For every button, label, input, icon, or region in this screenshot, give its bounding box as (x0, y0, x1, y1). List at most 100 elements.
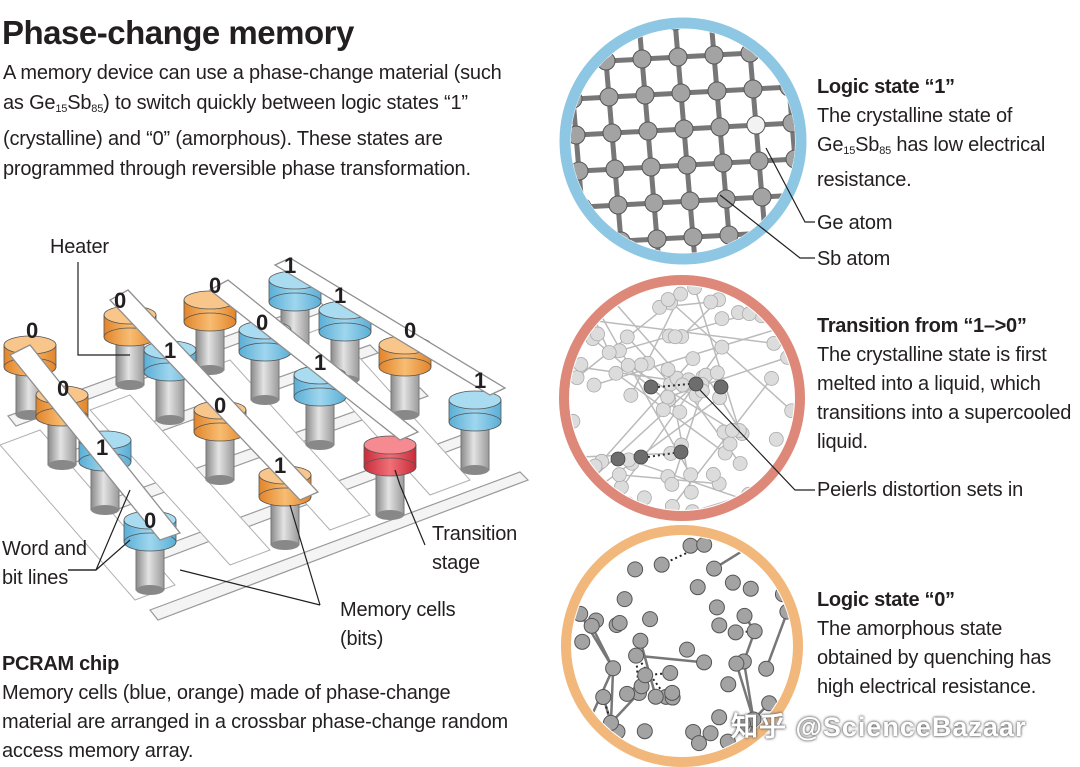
sb-atom (571, 29, 577, 37)
memory-cells-label-2: (bits) (340, 628, 384, 650)
sb-atom (774, 15, 792, 24)
sb-atom (638, 121, 658, 141)
sb-atom (651, 266, 669, 267)
transition-label-2: stage (432, 552, 480, 574)
sb-atom (557, 236, 558, 254)
sb-atom (683, 227, 703, 247)
bit-value: 1 (474, 368, 486, 393)
bit-value: 1 (314, 350, 326, 375)
sb-atom (738, 15, 756, 26)
logic-state-1-block: Logic state “1” The crystalline state of… (817, 73, 1077, 195)
intro-paragraph: A memory device can use a phase-change m… (3, 58, 523, 184)
sb-atom (776, 41, 795, 61)
pcram-title: PCRAM chip (2, 653, 120, 675)
bit-value: 1 (96, 435, 108, 460)
logic1-text-1: The crystalline state of Ge (817, 105, 1013, 156)
memory-cells-label: Memory cells (bits) (340, 596, 456, 654)
sb-atom (575, 233, 595, 253)
sb-atom (571, 53, 580, 73)
sb-atom (593, 29, 613, 35)
transition-block: Transition from “1–>0” The crystalline s… (817, 312, 1077, 457)
ge-atom (746, 115, 766, 135)
bit-value: 0 (214, 393, 226, 418)
bit-value: 0 (114, 288, 126, 313)
bit-value: 0 (26, 318, 38, 343)
bit-value: 1 (164, 338, 176, 363)
sb-atom (743, 79, 763, 99)
bit-value-labels: 0 0 0 1 0 1 0 1 1 0 1 0 0 1 1 (26, 253, 486, 533)
sb-atom (647, 229, 667, 249)
sb-atom (707, 81, 727, 101)
transition-title: Transition from “1–>0” (817, 315, 1027, 337)
bit-value: 0 (209, 273, 221, 298)
distorted-atom (713, 379, 729, 395)
sb-atom (605, 159, 625, 179)
sb-atom (571, 125, 586, 145)
crystalline-lattice-circle (557, 15, 807, 267)
logic1-text-sb: Sb (855, 134, 880, 156)
intro-sub-85: 85 (91, 103, 104, 115)
memory-cell (448, 390, 502, 475)
sb-atom (644, 193, 664, 213)
logic-state-1-title: Logic state “1” (817, 76, 955, 98)
sb-atom (704, 45, 724, 65)
intro-text-sb: Sb (67, 92, 92, 114)
logic1-text-2: has low electrical resistance. (817, 134, 1046, 191)
bit-value: 0 (404, 318, 416, 343)
sb-atom (665, 29, 685, 31)
transition-label-1: Transition (432, 523, 518, 545)
sb-atom (632, 49, 652, 69)
intro-sub-15: 15 (55, 103, 68, 115)
logic-state-0-block: Logic state “0” The amorphous state obta… (817, 586, 1077, 702)
pcram-caption: PCRAM chip Memory cells (blue, orange) m… (2, 650, 522, 766)
distorted-atom (673, 444, 689, 460)
sb-atom (710, 117, 730, 137)
intro-text-2: ) to switch quickly between logic states… (3, 92, 471, 180)
bit-value: 1 (284, 253, 296, 278)
distorted-atom (633, 449, 649, 465)
sb-atom (668, 47, 688, 67)
sb-atom (674, 119, 694, 139)
logic1-sub-15: 15 (843, 145, 856, 157)
watermark: 知乎 @ScienceBazaar (731, 712, 1027, 742)
intro-text-1: A memory device can use a phase-change m… (3, 62, 502, 114)
distorted-atom (610, 451, 626, 467)
sb-atom (635, 85, 655, 105)
sb-atom (749, 151, 769, 171)
sb-atom (713, 153, 733, 173)
bit-value: 0 (57, 376, 69, 401)
ge-atom-label: Ge atom (817, 212, 893, 234)
transition-liquid-circle (559, 275, 805, 521)
memory-cell (363, 435, 417, 520)
sb-atom (641, 157, 661, 177)
transition-text: The crystalline state is first melted in… (817, 344, 1072, 453)
distorted-atom (643, 379, 659, 395)
sb-atom-label: Sb atom (817, 248, 891, 270)
sb-atom (785, 149, 795, 169)
bit-value: 0 (256, 310, 268, 335)
logic-state-0-title: Logic state “0” (817, 589, 955, 611)
sb-atom (608, 195, 628, 215)
word-bit-lines-label-2: bit lines (2, 567, 69, 589)
word-bit-lines-label-1: Word and (2, 538, 87, 560)
memory-cells-label-1: Memory cells (340, 599, 456, 621)
sb-atom (599, 87, 619, 107)
top-word-lines (8, 257, 507, 541)
bit-value: 1 (274, 453, 286, 478)
sb-atom (752, 187, 772, 207)
right-leader-lines (700, 147, 815, 491)
page-title: Phase-change memory (2, 14, 354, 51)
leader-lines (68, 262, 426, 606)
bit-value: 1 (334, 283, 346, 308)
peierls-label: Peierls distortion sets in (817, 479, 1024, 501)
sb-atom (671, 83, 691, 103)
sb-atom (602, 123, 622, 143)
logic-state-0-text: The amorphous state obtained by quenchin… (817, 618, 1052, 698)
sb-atom (680, 191, 700, 211)
sb-atom (677, 155, 697, 175)
transition-stage-label: Transition stage (432, 520, 517, 578)
crossbar-array-illustration: 0 0 0 1 0 1 0 1 1 0 1 0 0 1 1 (0, 253, 530, 621)
pcram-text: Memory cells (blue, orange) made of phas… (2, 682, 508, 762)
bit-value: 0 (144, 508, 156, 533)
logic1-sub-85: 85 (879, 145, 892, 157)
